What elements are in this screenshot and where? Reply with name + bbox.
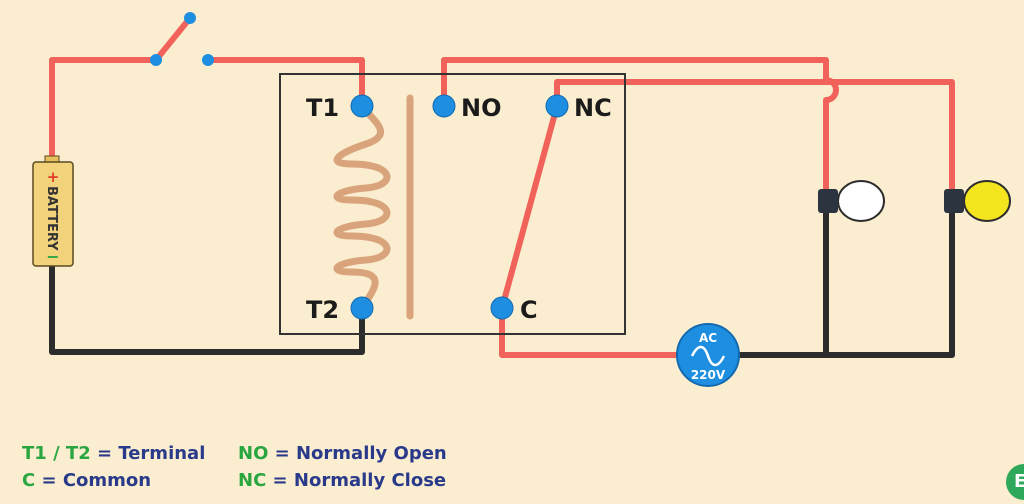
legend-key-terminal: T1 / T2 <box>22 443 91 464</box>
switch-lever <box>153 15 193 63</box>
brand-logo: E <box>1006 464 1024 500</box>
label-c: C <box>520 296 538 324</box>
relay-box <box>279 73 626 335</box>
label-nc: NC <box>574 94 612 122</box>
switch-contact-left <box>150 54 162 66</box>
return-wires <box>49 209 955 358</box>
legend-key-nc: NC <box>238 470 267 491</box>
battery-minus: − <box>46 247 59 266</box>
live-wires <box>49 57 955 358</box>
battery-body <box>32 161 74 267</box>
terminal-nc <box>545 94 569 118</box>
terminal-t1 <box>350 94 374 118</box>
label-t2: T2 <box>306 296 339 324</box>
terminal-t2 <box>350 296 374 320</box>
lamp-yellow-bulb <box>963 180 1011 222</box>
terminal-c <box>490 296 514 320</box>
ac-source: AC 220V <box>676 323 740 387</box>
ac-label-top: AC <box>699 331 717 345</box>
terminal-no <box>432 94 456 118</box>
legend-key-common: C <box>22 470 36 491</box>
ac-wave-icon <box>690 345 726 367</box>
wire-switch-to-t1 <box>205 57 365 109</box>
legend-key-no: NO <box>238 443 269 464</box>
wire-battery-to-t2 <box>49 263 365 355</box>
legend-def-nc: = Normally Close <box>266 470 447 491</box>
wire-ac-to-lamps <box>735 209 955 358</box>
battery: + BATTERY − <box>32 155 74 267</box>
switch-lever-tip <box>184 12 196 24</box>
lamp-white-socket <box>818 189 838 213</box>
battery-label: BATTERY <box>44 186 59 251</box>
legend-common: C = Common <box>22 470 151 491</box>
relay-coil <box>333 102 391 312</box>
legend-terminal: T1 / T2 = Terminal <box>22 443 205 464</box>
ac-label-bottom: 220V <box>691 368 726 382</box>
legend-normally-open: NO = Normally Open <box>238 443 447 464</box>
legend-def-terminal: = Terminal <box>90 443 206 464</box>
wire-nc-to-lamp2 <box>554 79 955 193</box>
lamp-yellow-socket <box>944 189 964 213</box>
switch-arm-c-to-nc <box>499 103 560 311</box>
battery-plus: + <box>47 168 60 186</box>
wire-c-to-ac <box>499 305 681 358</box>
legend-normally-close: NC = Normally Close <box>238 470 446 491</box>
lamp-yellow <box>944 180 1011 222</box>
lamp-white <box>818 180 885 222</box>
legend-def-no: = Normally Open <box>268 443 447 464</box>
switch-contact-right <box>202 54 214 66</box>
label-no: NO <box>461 94 502 122</box>
lamp-white-bulb <box>837 180 885 222</box>
legend-def-common: = Common <box>35 470 152 491</box>
label-t1: T1 <box>306 94 339 122</box>
wire-battery-to-switch <box>49 57 159 165</box>
